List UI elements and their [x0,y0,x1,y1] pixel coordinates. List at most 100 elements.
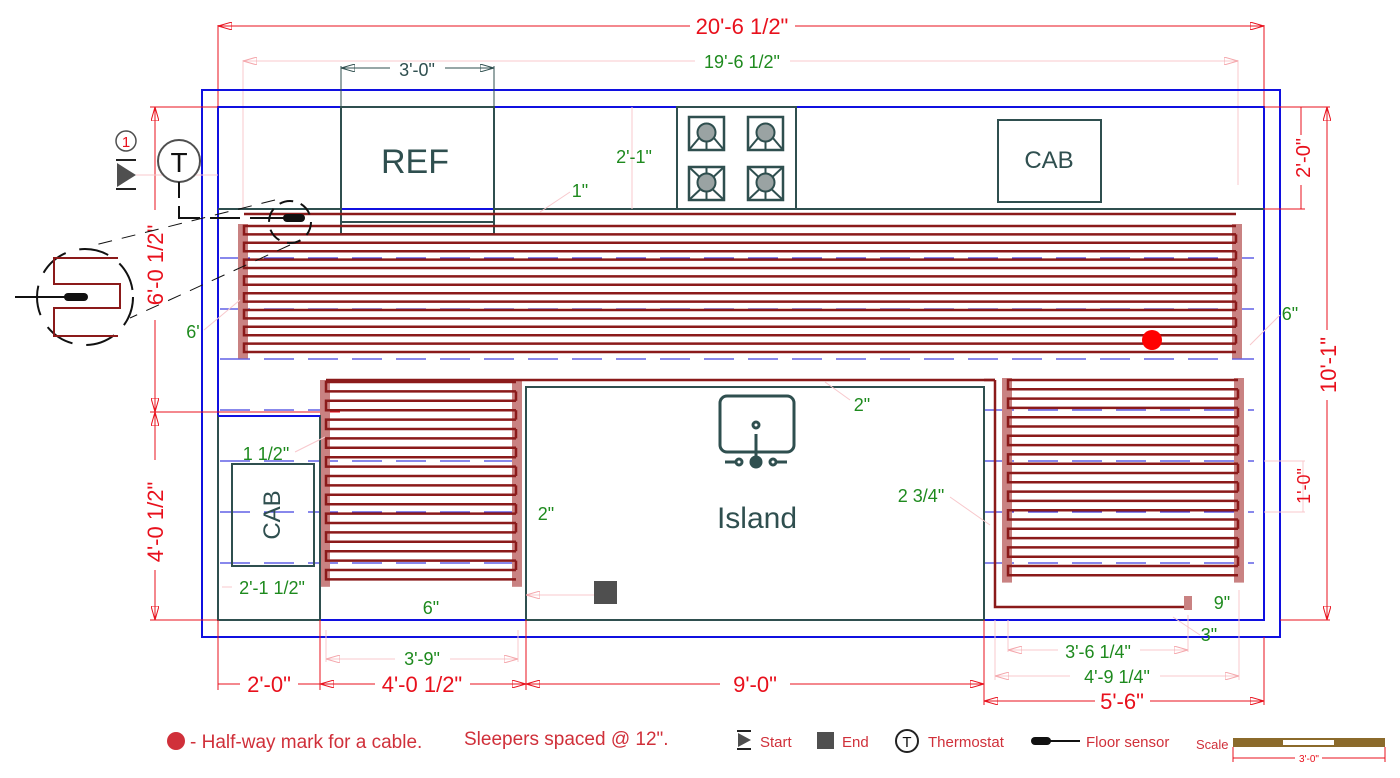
left-height-bottom-label: 4'-0 1/2" [143,482,168,563]
left-dimensions: 6'-0 1/2" 4'-0 1/2" [143,106,340,621]
start-marker: 1 [115,130,218,190]
cabinet-top: CAB [997,119,1102,203]
legend-sleepers-text: Sleepers spaced @ 12". [464,729,669,750]
cable-run [1006,415,1238,428]
cable-run [324,531,516,544]
cable-run [1006,527,1238,540]
legend-thermostat-label: Thermostat [928,734,1005,751]
left-zone-width-label: 3'-9" [404,649,440,669]
cable-run [242,291,1236,303]
cable-run [324,512,516,525]
right-dimensions: 2'-0" 10'-1" 1'-0" [1264,106,1341,621]
inner-offset-labels: 6' 6" 2" 1 1/2" 2" 2 3/4" 2'-1 1/2" 6" 9… [186,299,1298,645]
cable-run [324,493,516,506]
thermostat-icon: T [157,139,285,219]
cable-run [242,325,1236,337]
cabinet-left-label: CAB [259,490,286,539]
legend-sensor-icon [1031,737,1080,745]
gap-island-top-label: 2" [854,395,870,415]
right-zone-inner-label: 3'-6 1/4" [1065,642,1131,662]
halfway-mark [1142,330,1162,350]
cable-run [242,342,1236,354]
legend-start-label: Start [760,734,793,751]
cable-run [1006,378,1238,391]
burner-icon [746,165,785,202]
cable-run [1006,397,1238,410]
cable-run [324,549,516,562]
scale-value: 3'-0" [1299,754,1319,765]
cable-run [1006,453,1238,465]
burner-icon [746,115,785,152]
cable-zone-top [238,212,1242,359]
bottom-seg-1-label: 2'-0" [247,672,291,697]
cable-run [242,275,1236,287]
gap-cab-left-label: 1 1/2" [243,444,289,464]
scale-bar: 3'-0" [1232,738,1386,765]
bottom-offset-right-label: 9" [1214,593,1230,613]
gap-top-label: 1" [572,181,588,201]
end-marker [594,581,617,604]
ref-label: REF [381,143,449,181]
cabinet-top-label: CAB [1024,147,1073,174]
cable-run [242,224,1236,236]
scale-label: Scale [1196,737,1229,752]
svg-text:T: T [902,734,911,751]
cabinet-left: CAB [217,415,321,621]
legend-end-label: End [842,734,869,751]
cable-shade-left [238,224,248,359]
sleeper-spacing-label: 1'-0" [1294,468,1314,504]
island-label: Island [717,502,797,535]
legend-start-icon [737,730,751,750]
burner-icon [687,165,726,202]
ref-width-label: 3'-0" [399,60,435,80]
cable-zone-right [326,378,1244,610]
cable-shade-right [1234,378,1244,583]
bottom-seg-4-label: 5'-6" [1100,689,1144,714]
burner-icon [687,115,726,152]
overall-width-label: 20'-6 1/2" [696,14,789,39]
cable-run [993,380,1188,609]
inner-width-dimension: 19'-6 1/2" [242,52,1239,210]
right-counter-depth-label: 2'-0" [1293,138,1315,178]
gap-island-right-label: 2 3/4" [898,486,944,506]
cable-zone-left [320,380,522,587]
inner-width-label: 19'-6 1/2" [704,52,780,72]
cable-run [1006,434,1238,447]
offset-left-top-label: 6' [186,322,199,342]
cable-shade-right [512,380,522,587]
legend-sensor-label: Floor sensor [1086,734,1169,751]
overall-height-label: 10'-1" [1316,337,1341,393]
cab-width-label: 2'-1 1/2" [239,578,305,598]
refrigerator: 3'-0" REF [340,60,495,235]
cable-run [1006,564,1238,577]
island: Island [525,386,985,621]
gap-island-left-label: 2" [538,504,554,524]
overall-width-dimension: 20'-6 1/2" [217,14,1265,120]
cable-run [242,241,1236,253]
legend-halfway-icon [167,732,185,750]
floor-sensor [268,200,312,244]
sink-icon [718,394,796,469]
cable-run [324,418,516,431]
cable-run [324,568,516,581]
cable-run [324,437,516,450]
start-number: 1 [122,134,130,151]
legend-end-icon [817,732,834,749]
legend: - Half-way mark for a cable. Sleepers sp… [167,729,1386,765]
offset-right-top-label: 6" [1282,304,1298,324]
bottom-seg-3-label: 9'-0" [733,672,777,697]
bottom-offset-left-label: 6" [423,598,439,618]
cable-run [324,474,516,487]
cable-end-shade [1184,596,1192,610]
cable-run [242,308,1236,320]
cable-run [324,380,516,393]
cable-run [1006,490,1238,503]
right-zone-outer-label: 4'-9 1/4" [1084,667,1150,687]
cable-run [1006,546,1238,558]
cable-run [324,455,516,468]
end-gap-label: 3" [1201,625,1217,645]
bottom-dimensions: 2'-0" 4'-0 1/2" 9'-0" 5'-6" 3'-9" 3'-6 1… [217,590,1265,714]
sensor-detail-callout [15,199,291,346]
thermostat-glyph: T [170,147,187,178]
